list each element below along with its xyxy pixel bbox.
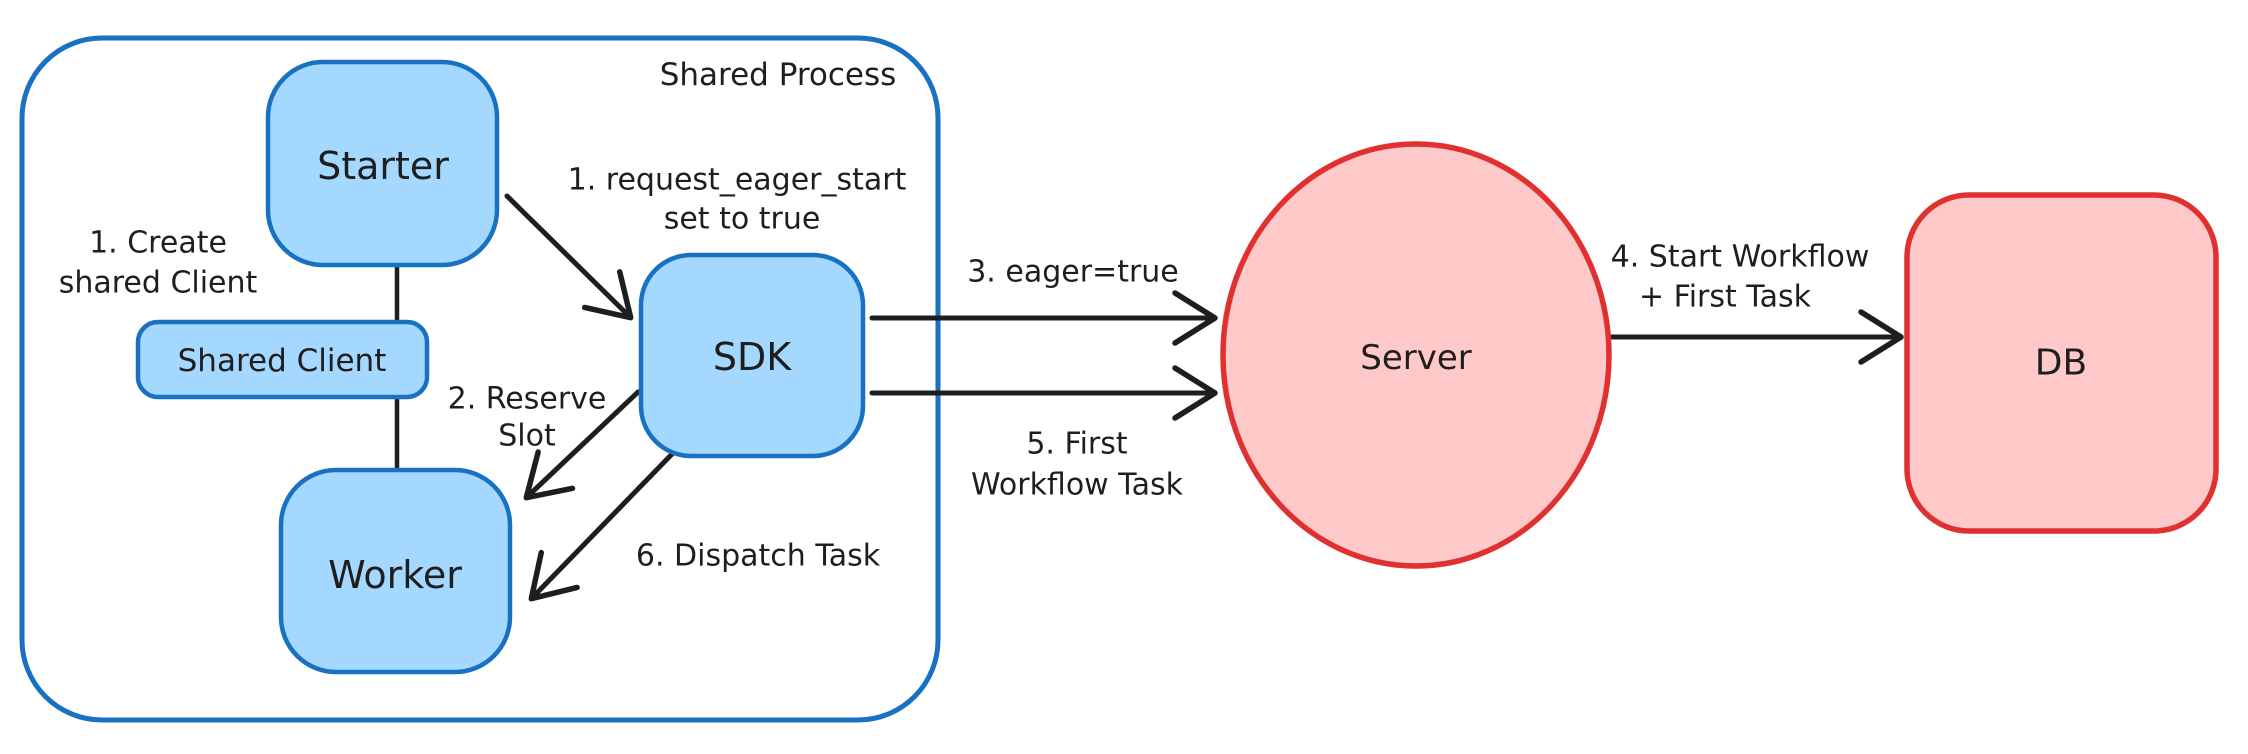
- annotation-dispatch-task-line1: 6. Dispatch Task: [636, 539, 881, 574]
- sdk-node: SDK: [638, 252, 866, 459]
- server-label: Server: [1360, 338, 1472, 378]
- annotation-start-workflow-first-task-line1: 4. Start Workflow: [1611, 240, 1870, 275]
- annotation-first-workflow-task-line2: Workflow Task: [971, 468, 1184, 503]
- starter-box: [265, 59, 500, 268]
- annotation-start-workflow-first-task: 4. Start Workflow + First Task: [1611, 240, 1870, 315]
- server-ellipse: [1220, 141, 1612, 569]
- shared-process-title: Shared Process: [660, 57, 897, 93]
- shared-client-label: Shared Client: [178, 343, 387, 379]
- server-node: Server: [1220, 141, 1612, 569]
- db-label: DB: [2035, 343, 2087, 384]
- sdk-box: [638, 252, 866, 459]
- annotation-reserve-slot-line2: Slot: [498, 419, 556, 454]
- annotation-create-shared-client: 1. Create shared Client: [59, 226, 258, 301]
- db-node: DB: [1904, 192, 2219, 534]
- starter-node: Starter: [265, 59, 500, 268]
- starter-label: Starter: [317, 144, 449, 188]
- db-box: [1904, 192, 2219, 534]
- sdk-label: SDK: [713, 335, 792, 379]
- worker-node: Worker: [278, 467, 513, 675]
- annotation-reserve-slot: 2. Reserve Slot: [448, 382, 607, 454]
- annotation-eager-true-line1: 3. eager=true: [967, 255, 1179, 290]
- annotation-dispatch-task: 6. Dispatch Task: [636, 539, 881, 574]
- arrow-sdk-to-worker-dispatch-task: [528, 449, 677, 602]
- worker-label: Worker: [328, 553, 462, 597]
- annotation-request-eager-start-line2: set to true: [664, 202, 821, 237]
- annotation-start-workflow-first-task-line2: + First Task: [1639, 280, 1812, 315]
- shared-client-box: [135, 319, 430, 400]
- annotation-eager-true: 3. eager=true: [967, 255, 1179, 290]
- arrow-starter-to-sdk: [504, 193, 634, 321]
- shared-process-container: [19, 35, 941, 723]
- worker-box: [278, 467, 513, 675]
- annotation-request-eager-start-line1: 1. request_eager_start: [568, 163, 907, 198]
- annotation-reserve-slot-line1: 2. Reserve: [448, 382, 607, 417]
- annotation-first-workflow-task-line1: 5. First: [1026, 427, 1128, 462]
- annotation-create-shared-client-line2: shared Client: [59, 266, 258, 301]
- annotation-first-workflow-task: 5. First Workflow Task: [971, 427, 1184, 503]
- shared-client-node: Shared Client: [135, 319, 430, 400]
- annotation-create-shared-client-line1: 1. Create: [89, 226, 227, 261]
- annotation-request-eager-start: 1. request_eager_start set to true: [568, 163, 907, 237]
- arrow-sdk-to-worker-reserve-slot: [523, 389, 641, 501]
